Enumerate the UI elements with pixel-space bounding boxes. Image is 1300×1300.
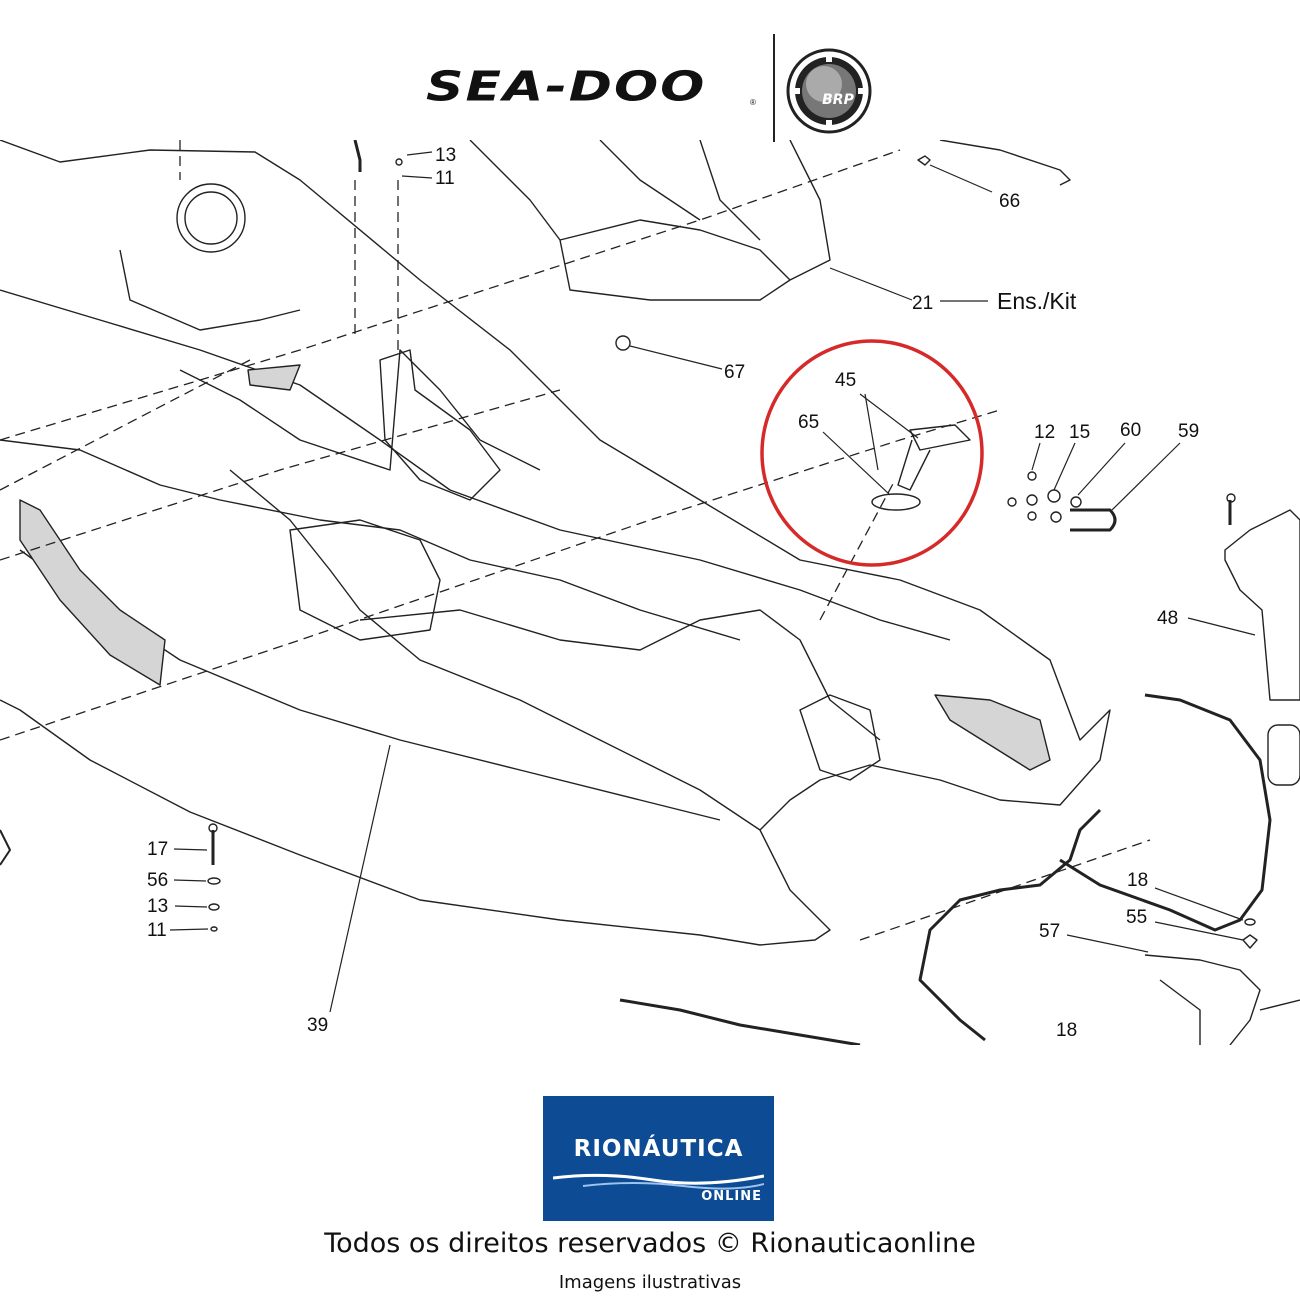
rionautica-logo-online: ONLINE (701, 1189, 762, 1204)
callout-55: 55 (1126, 907, 1148, 928)
callout-15: 15 (1069, 422, 1091, 443)
callout-57: 57 (1039, 921, 1061, 942)
wave-icon (553, 1173, 764, 1190)
illustrative-note: Imagens ilustrativas (558, 1272, 742, 1293)
callout-60: 60 (1120, 420, 1142, 441)
callout-12: 12 (1034, 422, 1056, 443)
callout-56: 56 (147, 870, 169, 891)
callout-18-b: 18 (1056, 1020, 1078, 1041)
callout-66: 66 (999, 191, 1021, 212)
callout-17: 17 (147, 839, 169, 860)
header: SEA-DOO ® BRP (0, 0, 1300, 142)
callout-48: 48 (1157, 608, 1179, 629)
registered-mark: ® (750, 98, 756, 107)
callout-65: 65 (798, 412, 820, 433)
header-divider (773, 34, 775, 142)
callout-13-bottom: 13 (147, 896, 169, 917)
hull-drawing (0, 139, 1300, 1047)
callout-21: 21 (912, 293, 934, 314)
rionautica-logo-name: RIONÁUTICA (573, 1136, 744, 1162)
brp-logo-text: BRP (822, 92, 854, 108)
copyright-text: Todos os direitos reservados © Rionautic… (324, 1228, 976, 1259)
callout-11-top: 11 (435, 168, 455, 189)
sea-doo-wordmark: SEA-DOO (426, 64, 707, 111)
brp-logo: BRP (786, 48, 872, 134)
callout-kit-text: Ens./Kit (997, 288, 1077, 314)
callout-67: 67 (724, 362, 746, 383)
callout-11-bottom: 11 (147, 920, 167, 941)
callout-59: 59 (1178, 421, 1200, 442)
rionautica-logo: RIONÁUTICA ONLINE (543, 1096, 774, 1221)
callout-18-a: 18 (1127, 870, 1149, 891)
callout-13-top: 13 (435, 145, 457, 166)
parts-diagram: 13 11 66 21 Ens./Kit 67 45 65 12 15 60 5… (0, 139, 1300, 1047)
highlight-circle (760, 339, 984, 567)
callout-39: 39 (307, 1015, 329, 1036)
callout-45: 45 (835, 370, 857, 391)
